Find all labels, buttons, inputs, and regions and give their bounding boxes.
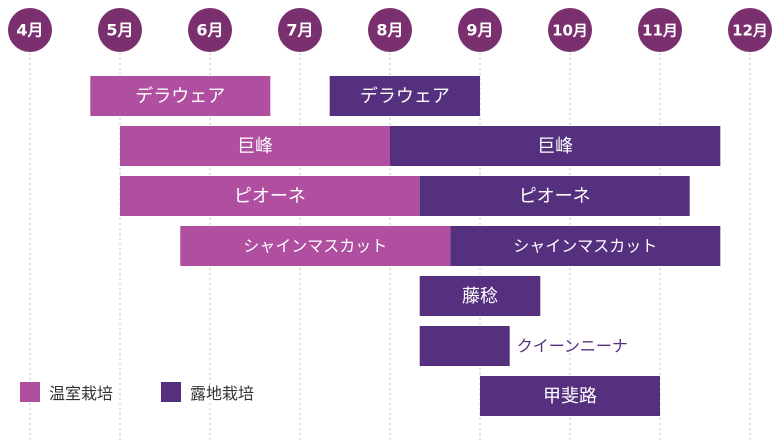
legend-swatch-greenhouse	[20, 382, 40, 402]
month-tick-label: 6月	[196, 21, 223, 40]
month-circle	[458, 8, 502, 52]
month-tick-label: 5月	[106, 21, 133, 40]
bar-label: ピオーネ	[234, 186, 306, 207]
month-circle	[548, 8, 592, 52]
month-tick-label: 12月	[732, 22, 768, 40]
legend-label-openfield: 露地栽培	[190, 384, 255, 403]
bar-label: デラウェア	[360, 86, 450, 107]
bar-label: 藤稔	[462, 286, 498, 307]
month-circle	[8, 8, 52, 52]
legend-label-greenhouse: 温室栽培	[49, 384, 114, 403]
month-circle	[278, 8, 322, 52]
month-tick-label: 11月	[642, 22, 678, 40]
chart-legend: 温室栽培 露地栽培	[20, 380, 254, 404]
bar-greenhouse	[120, 126, 390, 166]
month-tick-label: 4月	[16, 21, 43, 40]
bar-label: ピオーネ	[519, 186, 591, 207]
bar-label: シャインマスカット	[513, 237, 657, 256]
month-tick-label: 9月	[466, 21, 493, 40]
bar-openfield	[329, 76, 480, 116]
month-circle	[98, 8, 142, 52]
legend-swatch-openfield	[161, 382, 182, 402]
month-circle	[188, 8, 232, 52]
bar-openfield	[419, 176, 690, 216]
bar-label: 巨峰	[537, 136, 573, 157]
bar-label: シャインマスカット	[243, 237, 387, 256]
bar-label: デラウェア	[135, 86, 225, 107]
month-tick-label: 7月	[286, 21, 313, 40]
bar-label: 巨峰	[237, 136, 273, 157]
bar-openfield	[390, 126, 721, 166]
month-circle	[368, 8, 412, 52]
month-tick-label: 10月	[552, 22, 588, 40]
month-circle	[638, 8, 682, 52]
bar-openfield	[419, 276, 541, 316]
bar-openfield	[419, 326, 510, 366]
bar-greenhouse	[120, 176, 420, 216]
bar-openfield	[480, 376, 660, 416]
month-tick-label: 8月	[376, 21, 403, 40]
bar-openfield	[450, 226, 721, 266]
bar-label-outside: クイーンニーナ	[517, 337, 628, 356]
bar-greenhouse	[90, 76, 271, 116]
bar-greenhouse	[180, 226, 451, 266]
month-circle	[728, 8, 772, 52]
bar-label: 甲斐路	[543, 386, 597, 407]
